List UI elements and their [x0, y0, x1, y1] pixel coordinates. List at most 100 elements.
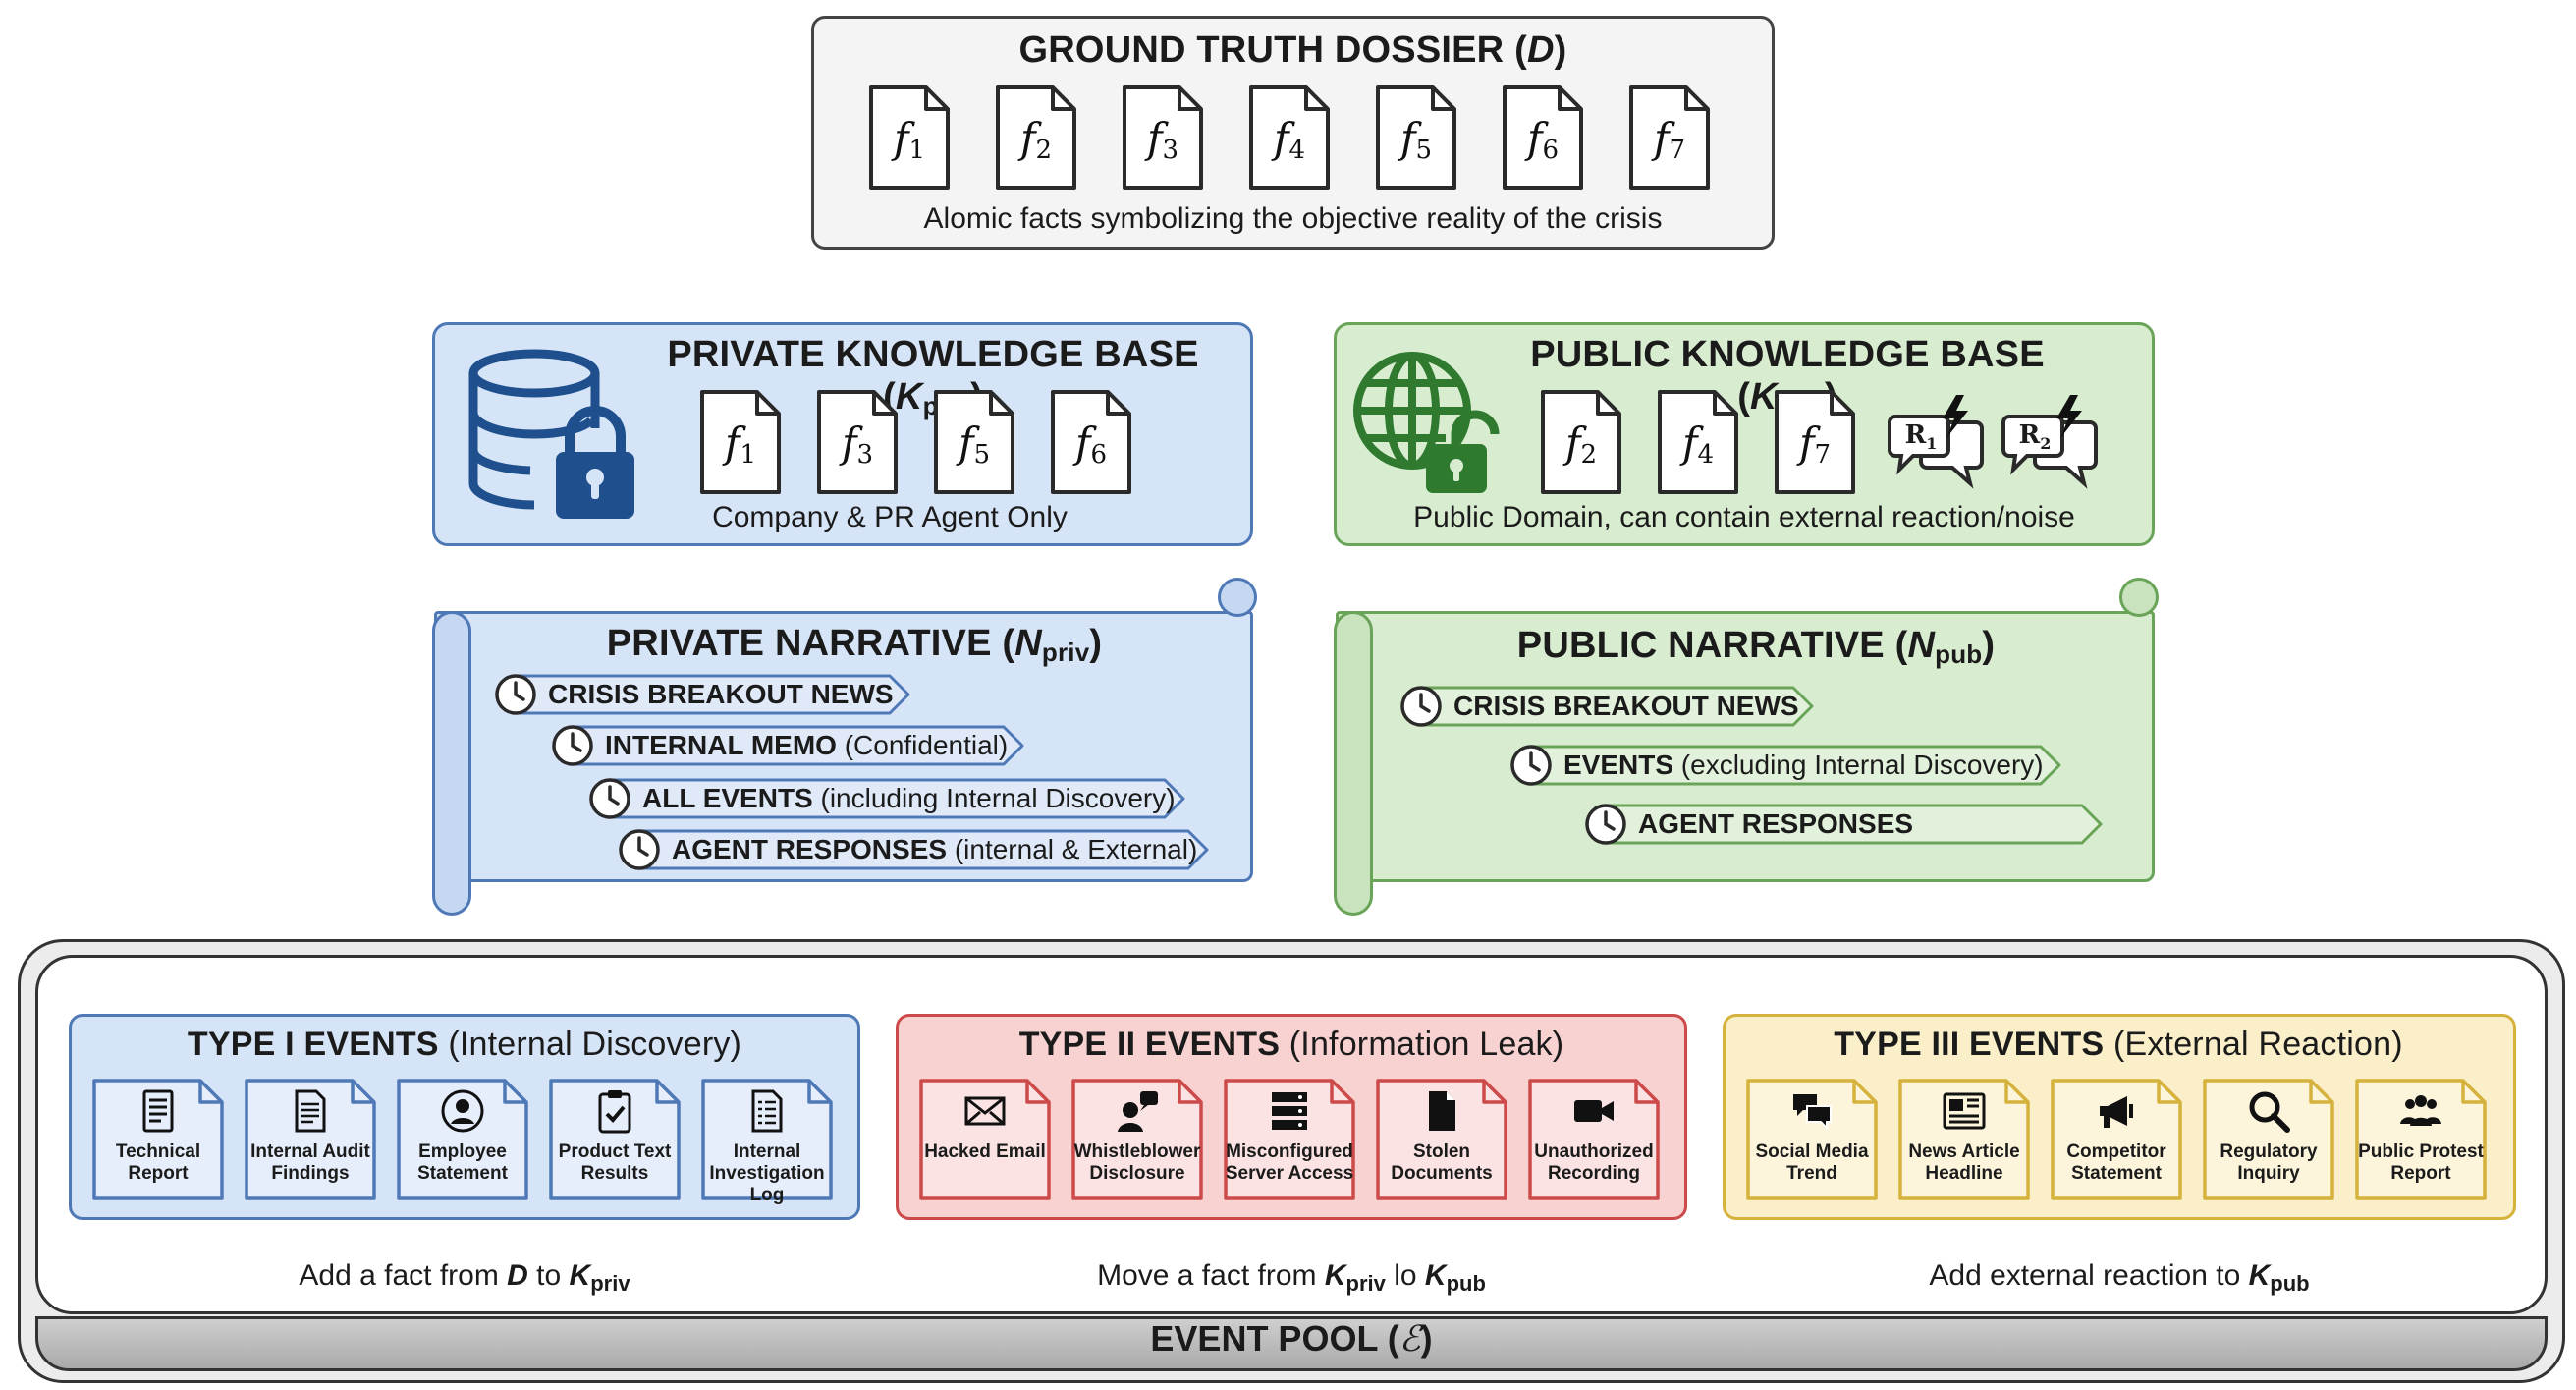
clock-icon: [1583, 802, 1628, 847]
fact-label: f7: [1798, 418, 1832, 470]
event-card: Hacked Email: [917, 1077, 1053, 1202]
person-icon: [440, 1088, 485, 1134]
reaction-1-icon: R1: [1888, 393, 1986, 491]
event-card-label: Competitor Statement: [2066, 1141, 2166, 1184]
clock-icon: [1398, 684, 1444, 729]
event-type-title: TYPE II EVENTS (Information Leak): [1018, 1026, 1564, 1063]
event-card-label: News Article Headline: [1908, 1141, 2020, 1184]
dossier-fact-doc-1: f1: [868, 84, 951, 191]
fact-label: f6: [1074, 418, 1108, 470]
reaction-2-icon: R2: [2001, 393, 2100, 491]
fact-label: f3: [1146, 114, 1179, 165]
event-type-action: Add external reaction to Kpub: [1929, 1259, 2310, 1296]
dossier-fact-doc-2: f2: [995, 84, 1077, 191]
dossier-caption: Alomic facts symbolizing the objective r…: [923, 202, 1663, 235]
magnifier-icon: [2246, 1088, 2291, 1134]
event-card: Unauthorized Recording: [1526, 1077, 1662, 1202]
event-card: Public Protest Report: [2353, 1077, 2489, 1202]
public-scroll-left-roll: [1334, 611, 1373, 916]
globe-unlock-icon: [1347, 346, 1514, 493]
private-timeline-item: AGENT RESPONSES (internal & External): [619, 829, 1210, 870]
dossier-fact-doc-3: f3: [1122, 84, 1204, 191]
event-card-label: Employee Statement: [417, 1141, 508, 1184]
private-timeline-item: CRISIS BREAKOUT NEWS: [495, 674, 911, 715]
public-kb-title: PUBLIC KNOWLEDGE BASE (Kpub): [1530, 334, 2045, 420]
public-timeline-item: AGENT RESPONSES: [1585, 804, 2104, 845]
private-kb-fact-doc-6: f6: [1050, 389, 1132, 495]
dossier-fact-doc-4: f4: [1248, 84, 1331, 191]
event-card: Internal Audit Findings: [243, 1077, 378, 1202]
timeline-text: ALL EVENTS (including Internal Discovery…: [642, 783, 1176, 813]
event-card: Technical Report: [90, 1077, 226, 1202]
dossier-fact-doc-5: f5: [1375, 84, 1457, 191]
stolen-document-icon: [1419, 1088, 1464, 1134]
event-card: Whistleblower Disclosure: [1069, 1077, 1205, 1202]
crowd-icon: [2398, 1088, 2443, 1134]
event-card-label: Public Protest Report: [2358, 1141, 2484, 1184]
document-icon: [288, 1088, 333, 1134]
timeline-text: INTERNAL MEMO (Confidential): [605, 730, 1009, 760]
report-icon: [136, 1088, 181, 1134]
timeline-text: CRISIS BREAKOUT NEWS: [548, 679, 894, 709]
dossier-fact-doc-7: f7: [1628, 84, 1711, 191]
event-type-action: Add a fact from D to Kpriv: [299, 1259, 630, 1296]
fact-label: f3: [841, 418, 874, 470]
event-card-label: Misconfigured Server Access: [1225, 1141, 1354, 1184]
fact-label: f4: [1681, 418, 1715, 470]
private-timeline-item: ALL EVENTS (including Internal Discovery…: [589, 778, 1186, 819]
event-card-label: Social Media Trend: [1755, 1141, 1869, 1184]
event-card: Employee Statement: [395, 1077, 530, 1202]
megaphone-icon: [2094, 1088, 2139, 1134]
private-kb-fact-doc-3: f3: [816, 389, 899, 495]
event-card-label: Technical Report: [115, 1141, 201, 1184]
event-card: Product Text Results: [547, 1077, 683, 1202]
timeline-text: CRISIS BREAKOUT NEWS: [1453, 691, 1799, 721]
fact-label: f4: [1273, 114, 1306, 165]
fact-label: f7: [1653, 114, 1686, 165]
public-scroll-right-roll: [2119, 578, 2159, 617]
public-narrative-title: PUBLIC NARRATIVE (Npub): [1516, 625, 1996, 669]
dossier-fact-doc-6: f6: [1502, 84, 1584, 191]
timeline-text: EVENTS (excluding Internal Discovery): [1563, 750, 2044, 780]
clipboard-check-icon: [592, 1088, 637, 1134]
fact-label: f6: [1526, 114, 1560, 165]
dossier-title: GROUND TRUTH DOSSIER (D): [1018, 29, 1567, 71]
event-card: News Article Headline: [1896, 1077, 2032, 1202]
private-timeline-item: INTERNAL MEMO (Confidential): [552, 725, 1025, 766]
video-camera-icon: [1571, 1088, 1617, 1134]
private-scroll-left-roll: [432, 611, 471, 916]
private-narrative-title: PRIVATE NARRATIVE (Npriv): [606, 623, 1103, 667]
fact-label: f5: [958, 418, 991, 470]
event-card-label: Internal Investigation Log: [709, 1141, 825, 1205]
reaction-label: R1: [1904, 420, 1938, 454]
chat-bubbles-icon: [1789, 1088, 1835, 1134]
public-kb-fact-doc-7: f7: [1774, 389, 1856, 495]
clock-icon: [1508, 743, 1554, 788]
event-card-label: Hacked Email: [924, 1141, 1046, 1162]
public-kb-fact-doc-4: f4: [1657, 389, 1739, 495]
log-icon: [744, 1088, 790, 1134]
event-card-label: Unauthorized Recording: [1534, 1141, 1654, 1184]
private-kb-caption: Company & PR Agent Only: [712, 501, 1068, 533]
event-card-label: Product Text Results: [558, 1141, 672, 1184]
fact-label: f1: [724, 418, 757, 470]
newspaper-icon: [1942, 1088, 1987, 1134]
database-lock-icon: [464, 346, 646, 528]
event-card: Internal Investigation Log: [699, 1077, 835, 1205]
event-card: Competitor Statement: [2049, 1077, 2184, 1202]
event-card-label: Internal Audit Findings: [250, 1141, 370, 1184]
event-pool-title: EVENT POOL (ℰ): [1150, 1318, 1433, 1360]
public-kb-caption: Public Domain, can contain external reac…: [1413, 501, 2075, 533]
public-timeline-item: EVENTS (excluding Internal Discovery): [1510, 745, 2062, 786]
clock-icon: [493, 672, 538, 717]
public-kb-fact-doc-2: f2: [1540, 389, 1622, 495]
public-timeline-item: CRISIS BREAKOUT NEWS: [1400, 686, 1815, 727]
event-card: Regulatory Inquiry: [2201, 1077, 2336, 1202]
event-card-label: Regulatory Inquiry: [2220, 1141, 2318, 1184]
event-type-title: TYPE I EVENTS (Internal Discovery): [187, 1026, 742, 1063]
fact-label: f2: [1564, 418, 1598, 470]
private-scroll-right-roll: [1218, 578, 1257, 617]
clock-icon: [617, 827, 662, 872]
event-type-title: TYPE III EVENTS (External Reaction): [1834, 1026, 2403, 1063]
event-card: Misconfigured Server Access: [1222, 1077, 1357, 1202]
